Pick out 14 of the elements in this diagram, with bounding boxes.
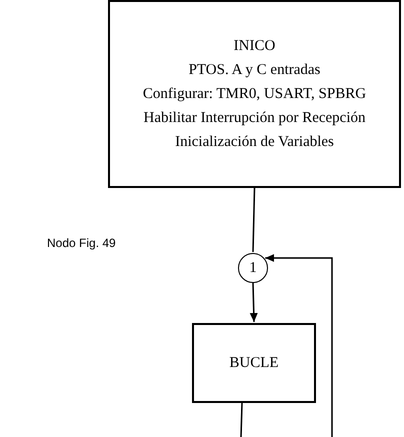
node-number: 1: [249, 260, 257, 276]
box-text-line: INICO: [234, 37, 276, 56]
arrow: [265, 254, 333, 437]
process-box: [108, 0, 401, 188]
arrow: [250, 282, 258, 322]
node-caption: Nodo Fig. 49: [47, 237, 116, 249]
connector-line: [252, 188, 256, 252]
box-text-line: Configurar: TMR0, USART, SPBRG: [142, 85, 366, 104]
connector-line: [240, 402, 243, 437]
box-text-line: BUCLE: [229, 354, 279, 373]
box-text-line: Habilitar Interrupción por Recepción: [144, 109, 366, 128]
box-text-line: PTOS. A y C entradas: [188, 61, 320, 80]
box-text-line: Inicialización de Variables: [175, 133, 334, 152]
process-box: [192, 323, 316, 403]
